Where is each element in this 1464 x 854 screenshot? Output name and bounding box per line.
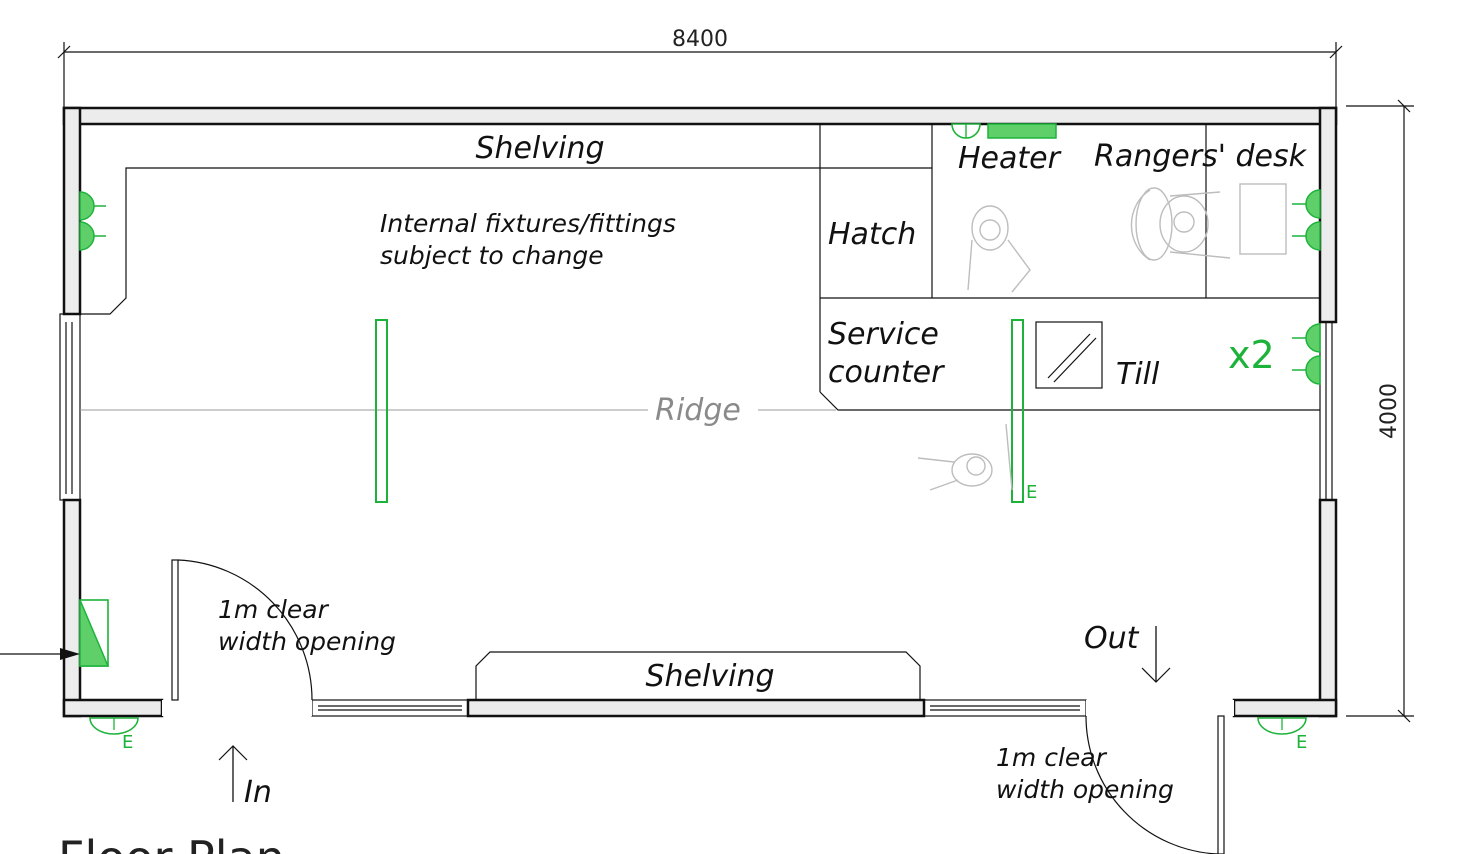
out-arrow: Out bbox=[1084, 621, 1171, 683]
in-arrow: In bbox=[218, 745, 272, 810]
rangers-desk-label: Rangers' desk bbox=[1094, 139, 1308, 174]
walls bbox=[62, 106, 1338, 718]
entrance-door bbox=[162, 559, 313, 716]
ridge-line: Ridge bbox=[80, 393, 836, 428]
shelving-bottom-label: Shelving bbox=[646, 659, 775, 694]
note-line-2: subject to change bbox=[380, 241, 604, 270]
green-fixtures bbox=[79, 123, 1321, 735]
exit-mark-3: E bbox=[1026, 482, 1037, 503]
entry-arrow bbox=[0, 648, 80, 660]
drawing-title: Floor Plan bbox=[58, 831, 285, 854]
opening-right-line-1: 1m clear bbox=[996, 743, 1108, 772]
multiplier-label: x2 bbox=[1228, 333, 1275, 377]
shelving-top: Shelving bbox=[80, 131, 820, 315]
till: Till bbox=[1035, 321, 1160, 392]
shelving-bottom: Shelving bbox=[475, 651, 921, 700]
opening-right-line-2: width opening bbox=[996, 775, 1174, 804]
till-label: Till bbox=[1116, 357, 1160, 392]
person-figure-counter bbox=[917, 423, 1013, 491]
width-dimension-label: 8400 bbox=[672, 27, 728, 52]
hatch-label: Hatch bbox=[828, 217, 916, 252]
back-office bbox=[819, 124, 1320, 411]
windows bbox=[59, 313, 1333, 717]
width-dimension: 8400 bbox=[57, 27, 1343, 108]
exit-door bbox=[1085, 700, 1234, 854]
service-counter-label-2: counter bbox=[828, 355, 945, 390]
out-label: Out bbox=[1084, 621, 1140, 656]
height-dimension: 4000 bbox=[1346, 99, 1414, 723]
in-label: In bbox=[244, 775, 272, 810]
ridge-label: Ridge bbox=[655, 393, 741, 428]
chair-figure bbox=[1130, 187, 1231, 261]
heater-label: Heater bbox=[958, 141, 1062, 176]
shelving-top-label: Shelving bbox=[476, 131, 605, 166]
note-line-1: Internal fixtures/fittings bbox=[380, 209, 676, 238]
opening-left-line-2: width opening bbox=[218, 627, 396, 656]
person-figure-office bbox=[967, 205, 1031, 293]
height-dimension-label: 4000 bbox=[1377, 383, 1402, 439]
exit-mark-2: E bbox=[1296, 732, 1307, 753]
service-counter-label-1: Service bbox=[828, 317, 939, 352]
desk-figure bbox=[1239, 183, 1287, 255]
opening-left-line-1: 1m clear bbox=[218, 595, 330, 624]
exit-mark-1: E bbox=[122, 732, 133, 753]
